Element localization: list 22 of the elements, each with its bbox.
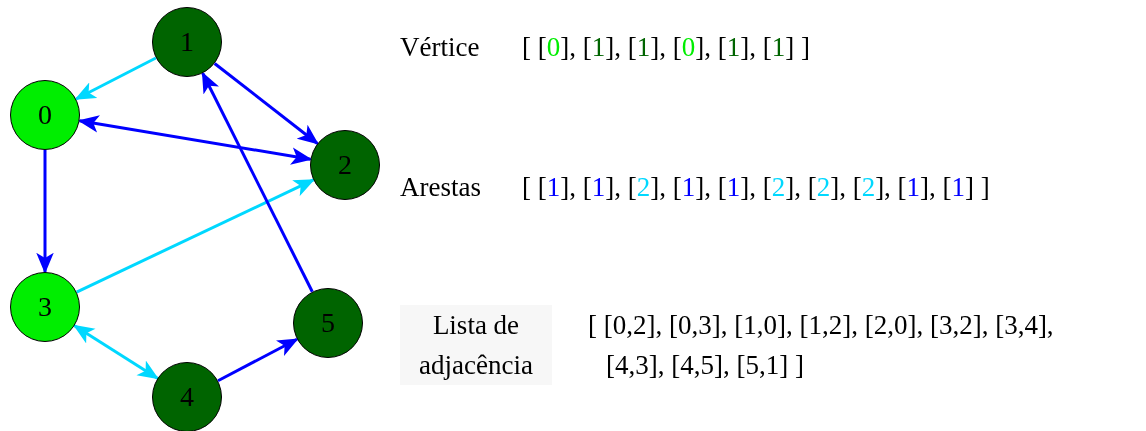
vertex-number: 3 (38, 291, 52, 323)
vertex-number: 1 (180, 26, 194, 58)
arrow (217, 337, 299, 383)
vertex-number: 0 (38, 99, 52, 131)
vertex-circle (152, 7, 222, 77)
vertex-number: 5 (321, 307, 335, 339)
arrow (73, 324, 159, 380)
row-label: Vértice (400, 31, 480, 64)
arrow (213, 62, 319, 145)
vertex-number: 4 (180, 381, 194, 413)
arrow (77, 115, 313, 165)
row-label: Arestas (400, 171, 481, 204)
vertex-number: 2 (338, 149, 352, 181)
vertex-array: [ [0], [1], [1], [0], [1], [1] ] (522, 31, 810, 64)
row-label: Lista de adjacência (400, 305, 552, 385)
edge-array: [ [1], [1], [2], [1], [1], [2], [2], [2], [1], [1] ] (522, 171, 990, 204)
arrow (74, 56, 157, 101)
arrow (76, 178, 315, 294)
arrow (201, 71, 314, 293)
adjacency-list: [ [0,2], [0,3], [1,0], [1,2], [2,0], [3,2], [3,4], [4,3], [4,5], [5,1] ] (588, 305, 1058, 385)
arrow (36, 150, 54, 274)
vertex-circle (152, 362, 222, 431)
